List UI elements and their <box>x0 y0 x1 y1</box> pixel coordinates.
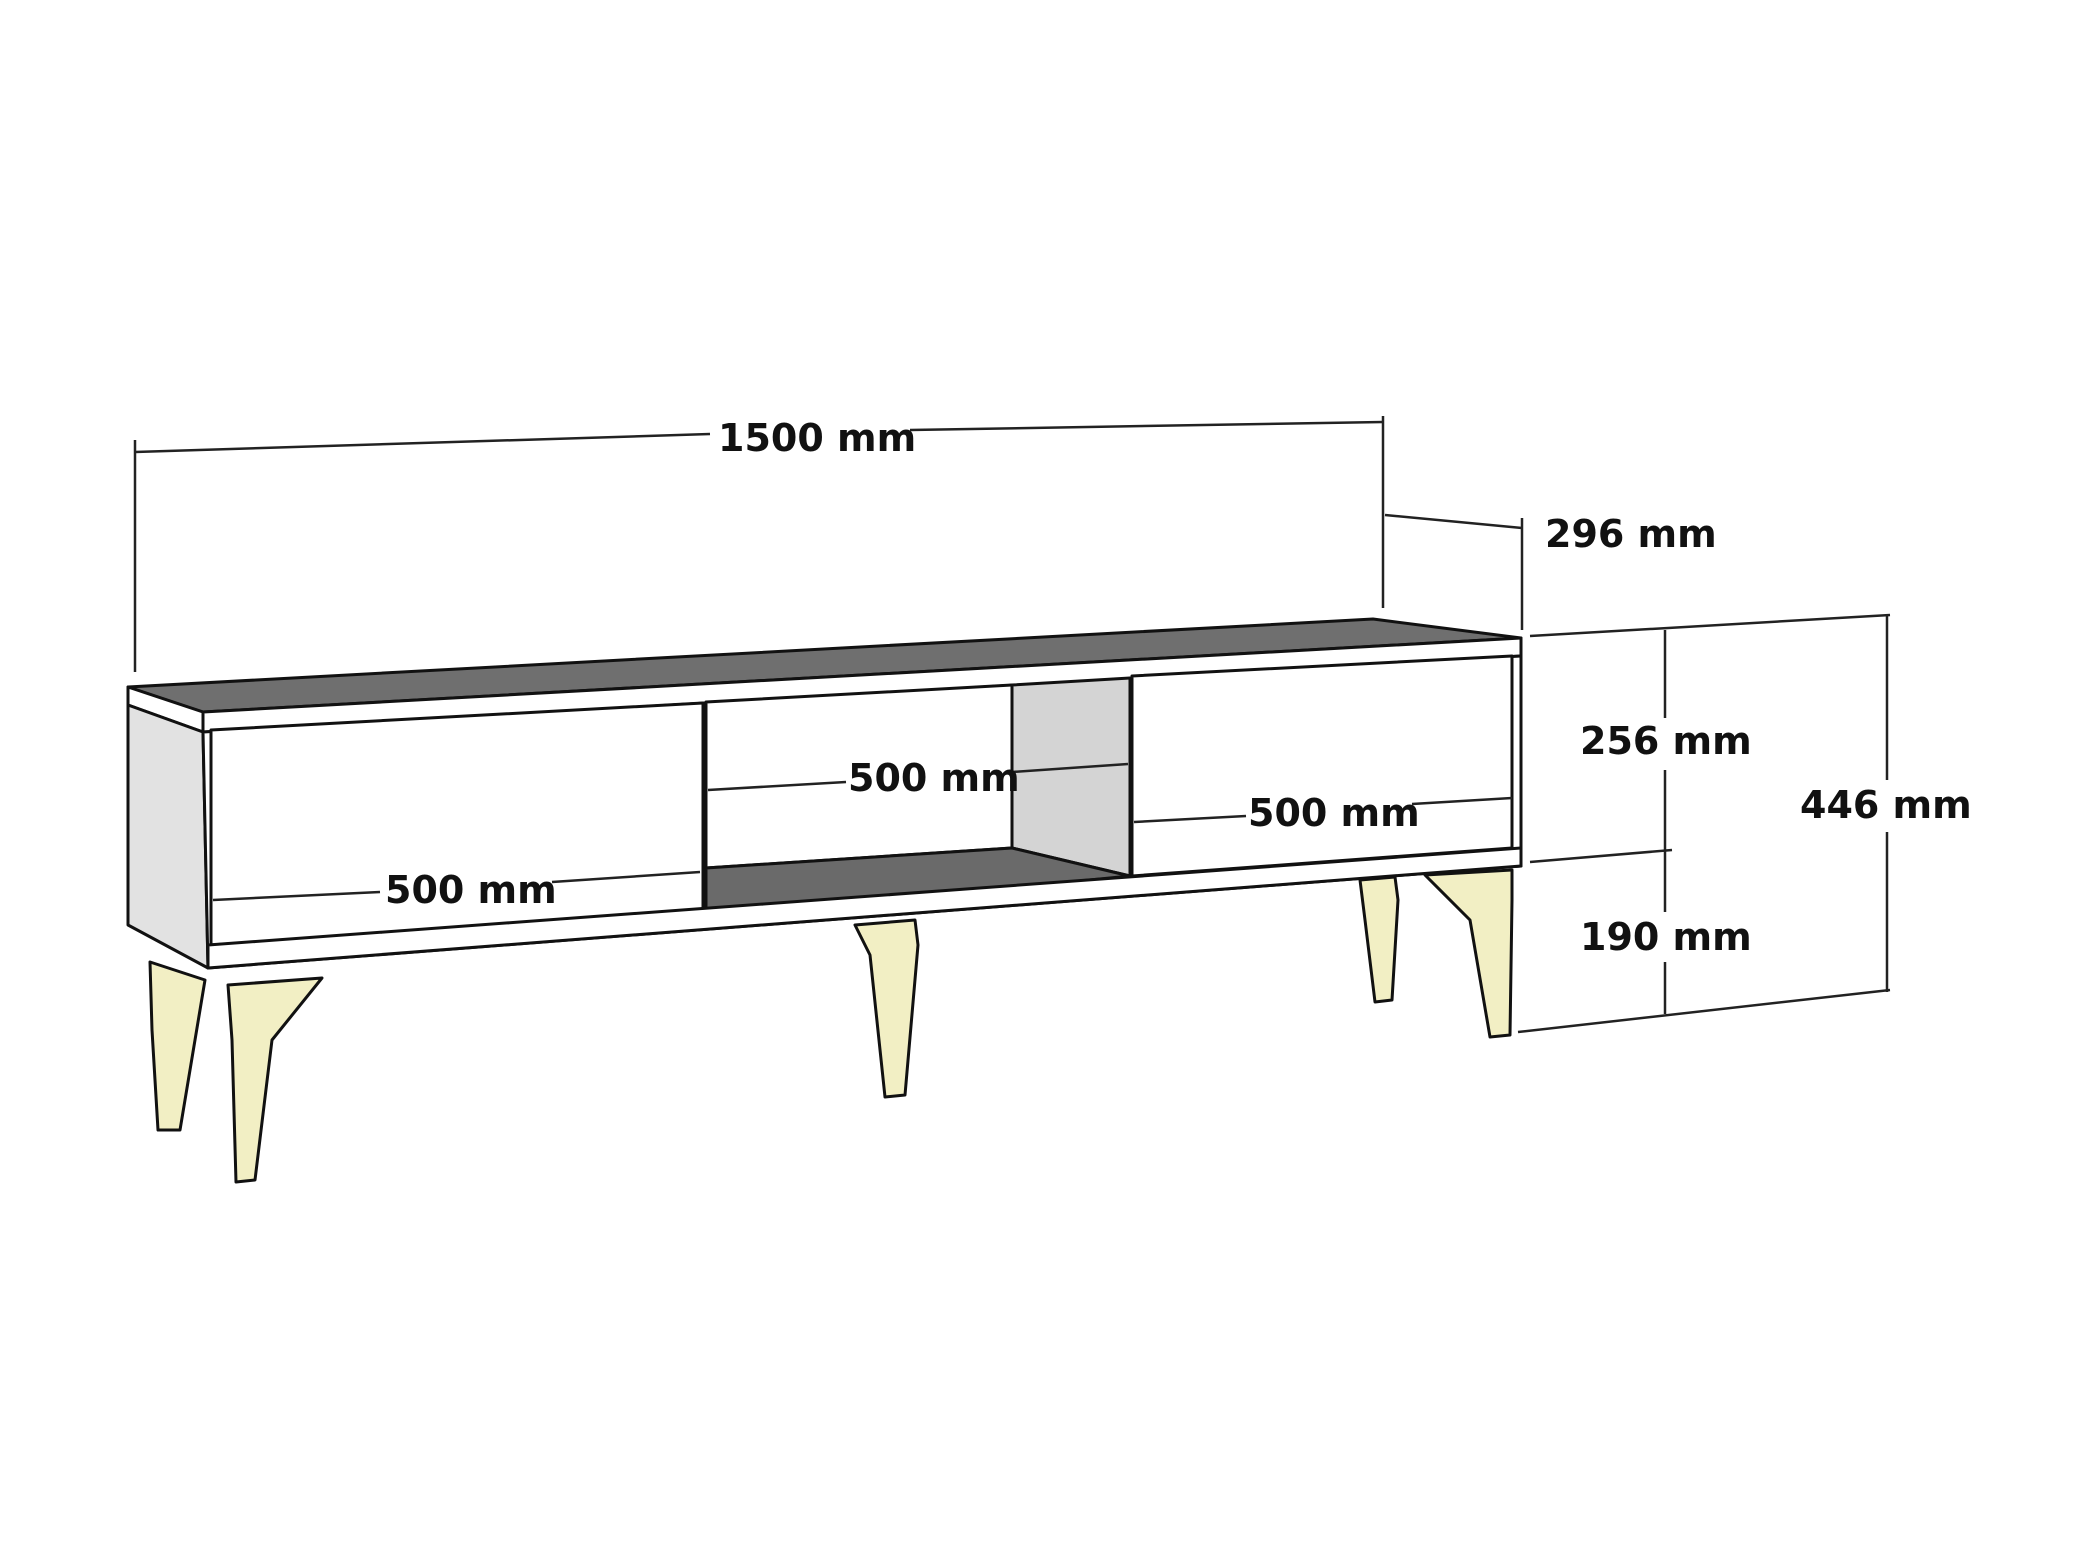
dim-line-height-mid-ext <box>1529 848 1673 864</box>
leg-front-right <box>1423 868 1514 1039</box>
dim-line-left-door-b <box>551 870 701 884</box>
leg-front-left-b <box>226 976 324 1184</box>
dim-line-middle-a <box>707 780 847 792</box>
label-overall-width: 1500 mm <box>718 416 916 460</box>
door-right <box>1130 654 1514 878</box>
left-side-panel <box>126 703 210 970</box>
legs <box>148 868 1514 1184</box>
dimension-labels: 1500 mm 296 mm 256 mm 190 mm 446 mm 500 … <box>385 416 1972 959</box>
dim-line-height-bottom-ext <box>1517 988 1891 1034</box>
leg-rear-right <box>1358 875 1400 1004</box>
dim-line-width-b <box>909 420 1384 432</box>
dim-line-depth <box>1384 513 1523 530</box>
dim-line-right-door-b <box>1411 796 1513 806</box>
dim-line-right-door-a <box>1133 814 1247 824</box>
leg-front-left-a <box>148 960 207 1132</box>
dim-line-height-top-ext <box>1529 613 1891 638</box>
dim-line-left-door-a <box>212 890 381 902</box>
label-body-height: 256 mm <box>1580 719 1752 763</box>
dim-line-middle-b <box>1011 762 1129 774</box>
bottom-plinth <box>206 846 1523 970</box>
label-middle-section-width: 500 mm <box>848 756 1020 800</box>
label-depth: 296 mm <box>1545 512 1717 556</box>
carcass <box>126 617 1523 970</box>
label-left-door-width: 500 mm <box>385 868 557 912</box>
middle-inner-wall <box>1010 676 1132 878</box>
dim-line-width-a <box>134 432 711 454</box>
leg-rear-middle <box>853 918 920 1099</box>
dimension-lines <box>133 416 1891 1034</box>
label-right-door-width: 500 mm <box>1248 791 1420 835</box>
label-overall-height: 446 mm <box>1800 783 1972 827</box>
label-leg-height: 190 mm <box>1580 915 1752 959</box>
